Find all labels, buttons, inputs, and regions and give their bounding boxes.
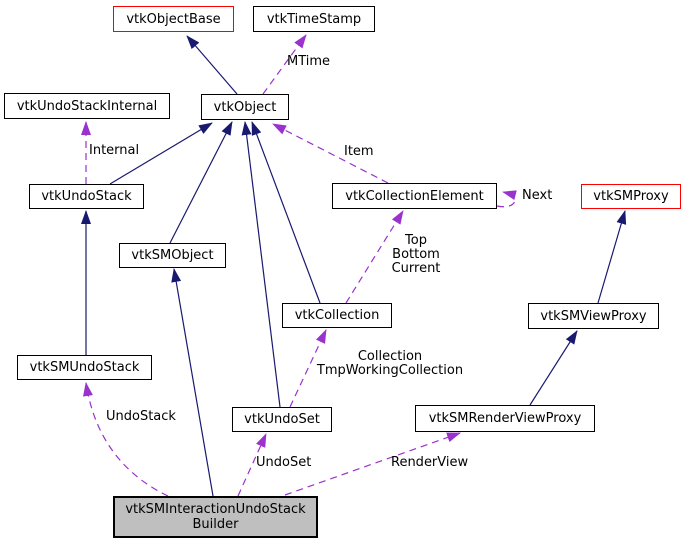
- edge-label-internal: Internal: [89, 143, 140, 158]
- node-vtksmproxy[interactable]: vtkSMProxy: [581, 184, 681, 209]
- node-vtkundostackinternal[interactable]: vtkUndoStackInternal: [4, 93, 170, 119]
- edge-label-undoset: UndoSet: [256, 455, 312, 470]
- edge-builder-to-vtksmundostack-undostack: [83, 382, 169, 497]
- edge-vtkobject-to-vtkobjectbase: [186, 35, 238, 95]
- node-vtksminteractionundostackbuilder: vtkSMInteractionUndoStack Builder: [113, 496, 318, 538]
- node-label: vtkUndoSet: [244, 412, 320, 427]
- edge-vtkcollection-to-vtkobject: [251, 121, 321, 304]
- node-vtksmobject[interactable]: vtkSMObject: [119, 243, 226, 268]
- edge-label-mtime: MTime: [287, 54, 331, 69]
- node-vtkundoset[interactable]: vtkUndoSet: [232, 407, 332, 432]
- node-label: vtkSMRenderViewProxy: [428, 411, 582, 426]
- node-label: vtkObjectBase: [126, 11, 221, 27]
- edge-label-renderview: RenderView: [391, 455, 469, 470]
- edge-label-collection-tmpworkingcollection: Collection TmpWorkingCollection: [316, 349, 464, 378]
- edge-label-undostack: UndoStack: [106, 409, 176, 424]
- node-vtktimestamp[interactable]: vtkTimeStamp: [253, 6, 375, 32]
- node-label: vtkSMObject: [131, 248, 214, 263]
- edge-vtkundoset-to-vtkobject: [241, 121, 281, 408]
- edge-label-next: Next: [522, 188, 553, 203]
- edge-label-top-bottom-current: Top Bottom Current: [391, 233, 441, 276]
- edge-vtksmobject-to-vtkobject: [169, 121, 233, 244]
- edge-builder-to-vtksmobject: [171, 268, 214, 497]
- node-label: vtkSMViewProxy: [540, 308, 647, 324]
- node-label: vtkSMProxy: [593, 189, 669, 204]
- edge-vtksmviewproxy-to-vtksmproxy: [597, 210, 627, 304]
- node-label: vtkUndoStack: [41, 189, 132, 204]
- node-label: vtkCollection: [294, 308, 380, 323]
- edge-vtkcollectionelement-self-next: [496, 190, 517, 208]
- node-label: vtkSMInteractionUndoStack Builder: [125, 502, 306, 532]
- node-vtksmrenderviewproxy[interactable]: vtkSMRenderViewProxy: [415, 405, 595, 432]
- node-label: vtkUndoStackInternal: [16, 98, 158, 114]
- node-vtkundostack[interactable]: vtkUndoStack: [29, 184, 144, 209]
- node-label: vtkObject: [213, 99, 277, 115]
- edge-vtksmrenderviewproxy-to-vtksmviewproxy: [529, 330, 578, 406]
- node-label: vtkTimeStamp: [266, 11, 362, 27]
- node-vtkcollectionelement[interactable]: vtkCollectionElement: [332, 183, 497, 209]
- node-vtkobject[interactable]: vtkObject: [201, 94, 289, 120]
- node-vtksmundostack[interactable]: vtkSMUndoStack: [17, 355, 152, 380]
- node-label: vtkSMUndoStack: [29, 360, 140, 375]
- edge-label-item: Item: [344, 144, 374, 159]
- node-vtkcollection[interactable]: vtkCollection: [282, 303, 392, 328]
- node-vtksmviewproxy[interactable]: vtkSMViewProxy: [528, 303, 659, 329]
- node-vtkobjectbase[interactable]: vtkObjectBase: [113, 6, 234, 32]
- node-label: vtkCollectionElement: [345, 188, 484, 204]
